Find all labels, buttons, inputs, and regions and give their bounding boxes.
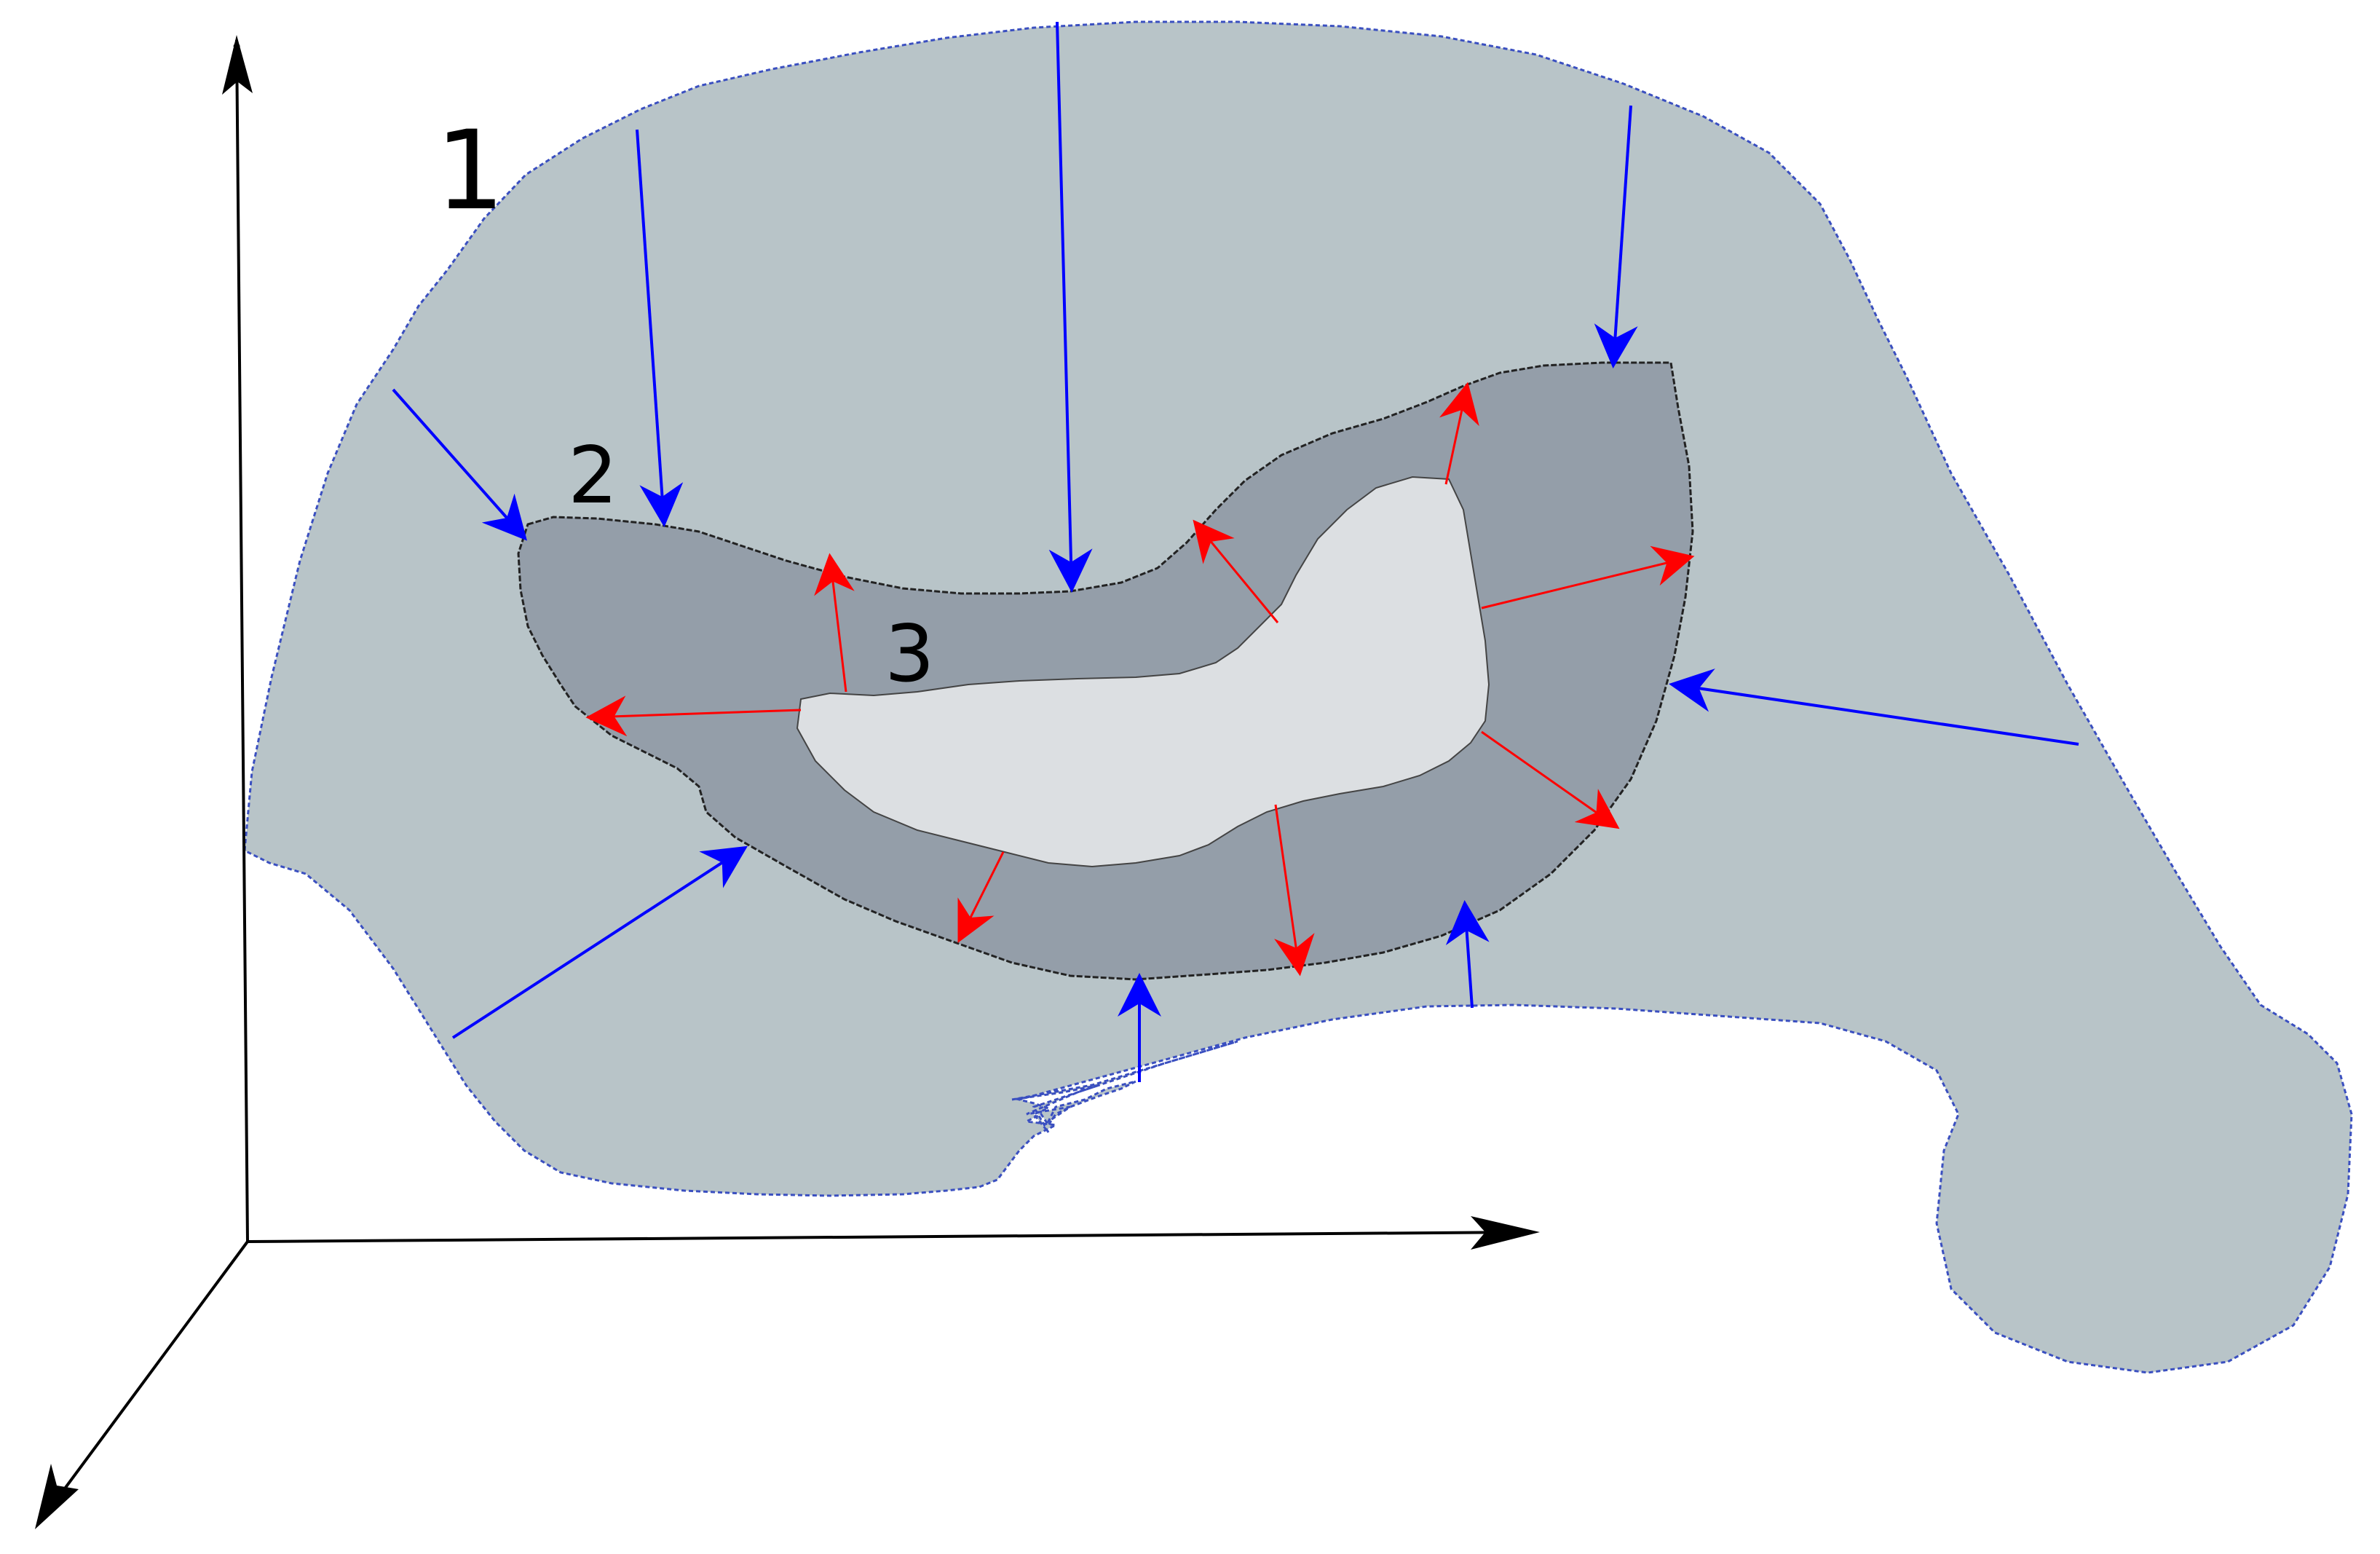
outward-arrow (1439, 382, 1479, 485)
outward-arrow (957, 851, 1005, 944)
inward-arrow (451, 845, 748, 1039)
label-region-2: 2 (568, 430, 618, 521)
depth-axis-head (35, 1464, 79, 1529)
horizontal-axis (247, 1231, 1530, 1243)
outward-arrow (1193, 519, 1279, 623)
vertical-axis (233, 39, 249, 1242)
outward-arrow (585, 695, 802, 737)
depth-axis (39, 1240, 249, 1523)
inward-arrow (392, 388, 527, 541)
inward-arrow (1594, 105, 1638, 368)
inner-region-3 (796, 476, 1490, 868)
inward-arrows (392, 21, 2079, 1082)
horizontal-axis-head (1471, 1216, 1540, 1250)
vertical-axis-head (222, 35, 253, 95)
inward-arrow (1445, 900, 1490, 1009)
inward-arrow (636, 129, 684, 527)
outward-arrow (1481, 545, 1695, 610)
outward-arrow (1481, 730, 1620, 829)
outward-arrows (585, 382, 1695, 977)
outward-arrow (814, 553, 855, 693)
label-region-1: 1 (435, 108, 505, 234)
label-region-3: 3 (885, 609, 935, 700)
inward-arrow (1669, 668, 2079, 746)
outward-arrow (1274, 804, 1315, 977)
inward-arrow (1048, 21, 1093, 593)
